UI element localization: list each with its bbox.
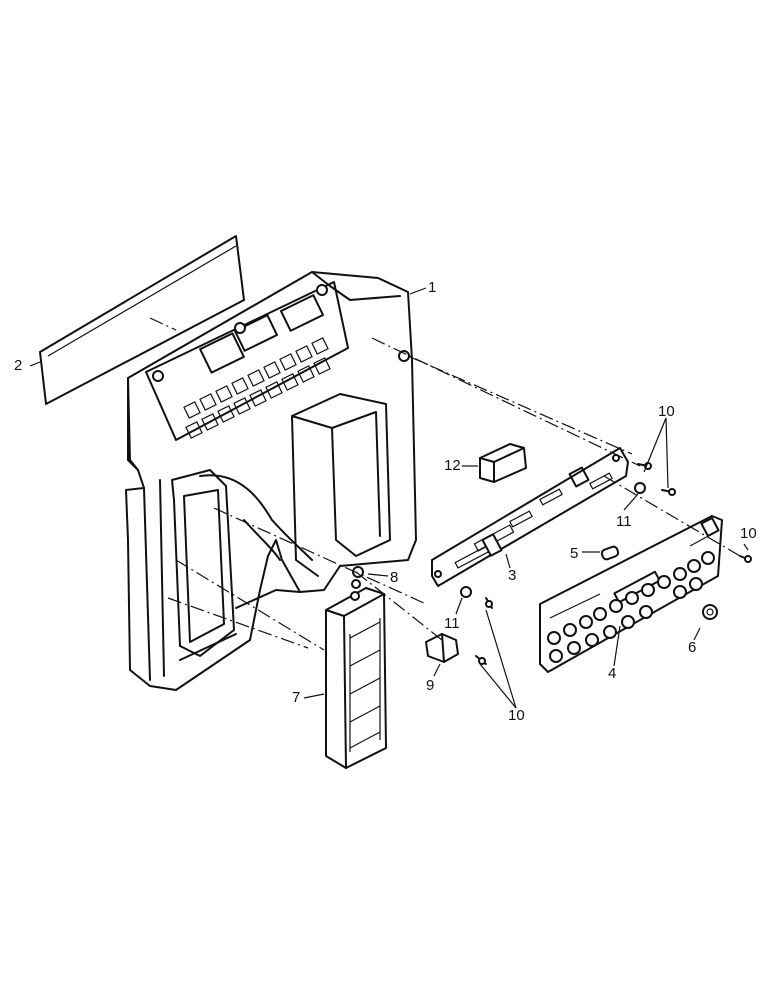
callout-8: 8 [390,569,398,586]
part-11-washers [460,482,646,598]
alignment-lines [149,317,741,651]
switch-grid [183,337,331,439]
callout-11a: 11 [616,513,632,530]
part-6-knob-cap [702,604,718,620]
callout-7: 7 [292,689,300,706]
part-10-screws [475,462,752,665]
part-8-knob [351,566,364,589]
part-3-mounting-plate [431,447,629,587]
callout-11b: 11 [444,615,460,632]
part-5-plug [600,545,620,561]
panel-knobs [547,551,715,663]
part-4-control-panel [539,515,723,673]
callout-1: 1 [428,279,436,296]
part-1-console-housing [125,271,417,691]
callout-4: 4 [608,665,616,682]
part-9-bracket [425,633,459,663]
part-2-cover-panel [39,235,245,405]
part-7-vent-grille [325,587,387,769]
callout-10a: 10 [658,403,675,420]
callout-3: 3 [508,567,516,584]
callout-10c: 10 [508,707,525,724]
callout-9: 9 [426,677,434,694]
callout-6: 6 [688,639,696,656]
callout-2: 2 [14,357,22,374]
callout-5: 5 [570,545,578,562]
part-12-block [479,443,527,483]
leader-lines [29,287,749,709]
callout-12: 12 [444,457,461,474]
callout-10b: 10 [740,525,757,542]
callout-labels: 1 2 3 4 5 6 7 8 9 10 10 10 11 11 12 [14,279,757,724]
